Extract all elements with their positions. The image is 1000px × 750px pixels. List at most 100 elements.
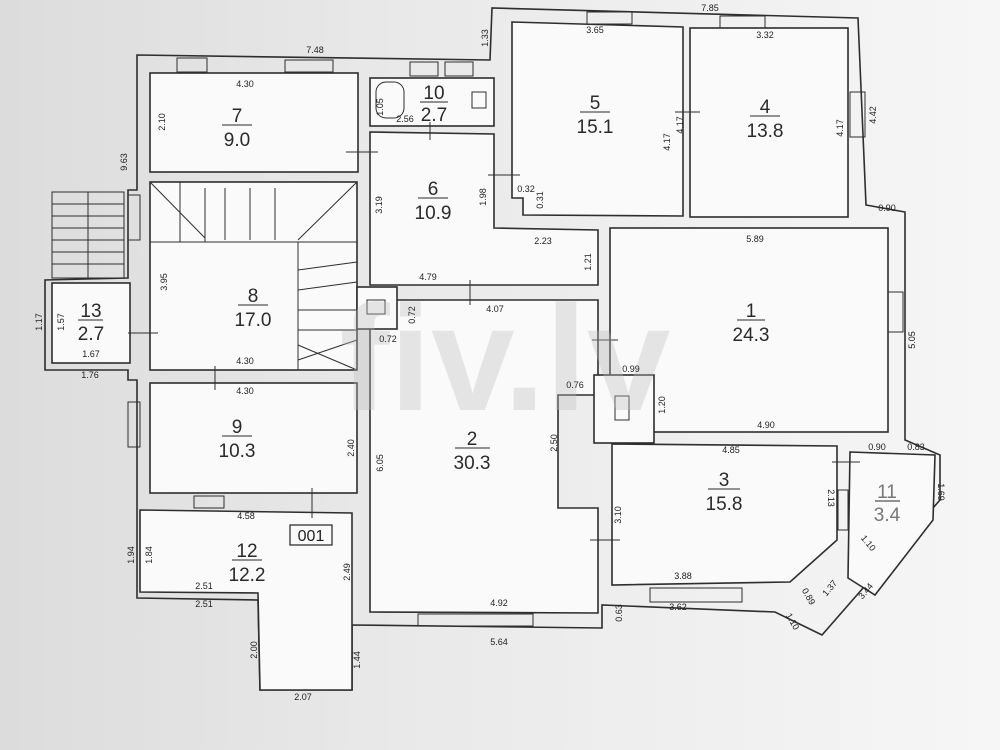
dimension-label: 4.85 bbox=[722, 445, 740, 455]
dimension-label: 1.33 bbox=[480, 29, 490, 47]
dimension-label: 2.00 bbox=[249, 641, 259, 659]
dimension-label: 1.76 bbox=[81, 370, 99, 380]
dimension-label: 3.65 bbox=[586, 25, 604, 35]
dimension-label: 1.37 bbox=[820, 578, 839, 598]
dimension-label: 1.84 bbox=[144, 546, 154, 564]
dimension-labels: 7.48 1.33 7.85 3.65 3.32 4.42 4.17 4.17 … bbox=[34, 3, 946, 702]
dimension-label: 4.58 bbox=[237, 511, 255, 521]
room-6-number: 6 bbox=[428, 179, 439, 200]
room-1-area: 24.3 bbox=[733, 325, 770, 346]
room-6 bbox=[369, 131, 599, 286]
room-9-number: 9 bbox=[232, 417, 243, 438]
dimension-label: 5.05 bbox=[907, 331, 917, 349]
dimension-label: 3.10 bbox=[613, 506, 623, 524]
dimension-label: 4.17 bbox=[835, 119, 845, 137]
room-5-number: 5 bbox=[590, 93, 601, 114]
room-13-area: 2.7 bbox=[78, 324, 104, 345]
room-2-number: 2 bbox=[467, 429, 478, 450]
dimension-label: 0.63 bbox=[614, 604, 624, 622]
dimension-label: 2.51 bbox=[195, 581, 213, 591]
dimension-label: 1.17 bbox=[34, 313, 44, 331]
windows bbox=[127, 11, 904, 627]
room-5-area: 15.1 bbox=[577, 117, 614, 138]
dimension-label: 0.76 bbox=[566, 380, 584, 390]
dimension-label: 6.05 bbox=[375, 454, 385, 472]
room-11-area: 3.4 bbox=[874, 505, 901, 526]
dimension-label: 4.42 bbox=[868, 106, 878, 124]
chimney bbox=[593, 374, 655, 444]
dimension-label: 5.64 bbox=[490, 637, 508, 647]
dimension-label: 3.19 bbox=[374, 196, 384, 214]
dimension-label: 2.13 bbox=[826, 489, 836, 507]
dimension-label: 4.92 bbox=[490, 598, 508, 608]
dimension-label: 4.90 bbox=[757, 420, 775, 430]
dimension-label: 1.20 bbox=[657, 396, 667, 414]
dimension-label: 1.98 bbox=[478, 188, 488, 206]
dimension-label: 1.05 bbox=[375, 98, 385, 116]
dimension-label: 1.94 bbox=[126, 546, 136, 564]
room-10-area: 2.7 bbox=[421, 105, 447, 126]
watermark: fiv.lv bbox=[340, 274, 671, 442]
interior-staircase bbox=[149, 181, 358, 371]
dimension-label: 1.57 bbox=[56, 313, 66, 331]
dimension-label: 3.95 bbox=[159, 273, 169, 291]
dimension-label: 2.56 bbox=[396, 114, 414, 124]
room-6-area: 10.9 bbox=[415, 203, 452, 224]
room-11 bbox=[847, 451, 936, 597]
dimension-label: 2.49 bbox=[342, 563, 352, 581]
room-3-number: 3 bbox=[719, 470, 730, 491]
room-8-number: 8 bbox=[248, 286, 259, 307]
room-1-number: 1 bbox=[746, 301, 757, 322]
dimension-label: 1.67 bbox=[82, 349, 100, 359]
dimension-label: 1.44 bbox=[352, 651, 362, 669]
dimension-label: 4.30 bbox=[236, 356, 254, 366]
external-stairs bbox=[51, 191, 125, 279]
dimension-label: 9.63 bbox=[119, 153, 129, 171]
room-4-area: 13.8 bbox=[747, 121, 784, 142]
room-labels bbox=[78, 101, 900, 561]
dimension-label: 2.07 bbox=[294, 692, 312, 702]
dimension-label: 3.62 bbox=[669, 602, 687, 612]
dimension-label: 1.69 bbox=[936, 483, 946, 501]
room-8-area: 17.0 bbox=[235, 310, 272, 331]
dimension-label: 0.99 bbox=[622, 364, 640, 374]
dimension-label: 0.72 bbox=[379, 334, 397, 344]
dimension-label: 2.51 bbox=[195, 599, 213, 609]
dimension-label: 0.89 bbox=[800, 586, 817, 606]
dimension-label: 0.83 bbox=[907, 442, 925, 452]
dimension-label: 4.30 bbox=[236, 79, 254, 89]
dimension-label: 3.88 bbox=[674, 571, 692, 581]
door-marks bbox=[128, 111, 860, 541]
dimension-label: 4.17 bbox=[675, 116, 685, 134]
dimension-label: 1.21 bbox=[583, 253, 593, 271]
dimension-label: 4.17 bbox=[662, 133, 672, 151]
dimension-label: 3.32 bbox=[756, 30, 774, 40]
room-9-area: 10.3 bbox=[219, 441, 256, 462]
room-10-number: 10 bbox=[423, 83, 444, 104]
room-2 bbox=[369, 299, 599, 614]
dimension-label: 0.72 bbox=[407, 306, 417, 324]
room-5 bbox=[511, 21, 684, 217]
room-7 bbox=[149, 72, 359, 173]
dimension-label: 4.79 bbox=[419, 272, 437, 282]
room-12-number: 12 bbox=[236, 541, 257, 562]
room-3-area: 15.8 bbox=[706, 494, 743, 515]
room-13 bbox=[51, 282, 131, 364]
dimension-label: 0.32 bbox=[517, 184, 535, 194]
dimension-label: 5.89 bbox=[746, 234, 764, 244]
dimension-label: 0.90 bbox=[878, 203, 896, 213]
dimension-label: 2.23 bbox=[534, 236, 552, 246]
room-3 bbox=[611, 443, 838, 586]
dimension-label: 7.48 bbox=[306, 45, 324, 55]
room-7-area: 9.0 bbox=[224, 130, 250, 151]
dimension-label: 1.10 bbox=[784, 611, 801, 631]
room-1 bbox=[609, 227, 889, 433]
room-12 bbox=[139, 509, 353, 691]
room-8 bbox=[149, 181, 358, 371]
room-9 bbox=[149, 382, 358, 494]
dimension-label: 0.31 bbox=[535, 191, 545, 209]
room-2-area: 30.3 bbox=[454, 453, 491, 474]
dimension-label: 4.30 bbox=[236, 386, 254, 396]
dimension-label: 2.40 bbox=[346, 439, 356, 457]
